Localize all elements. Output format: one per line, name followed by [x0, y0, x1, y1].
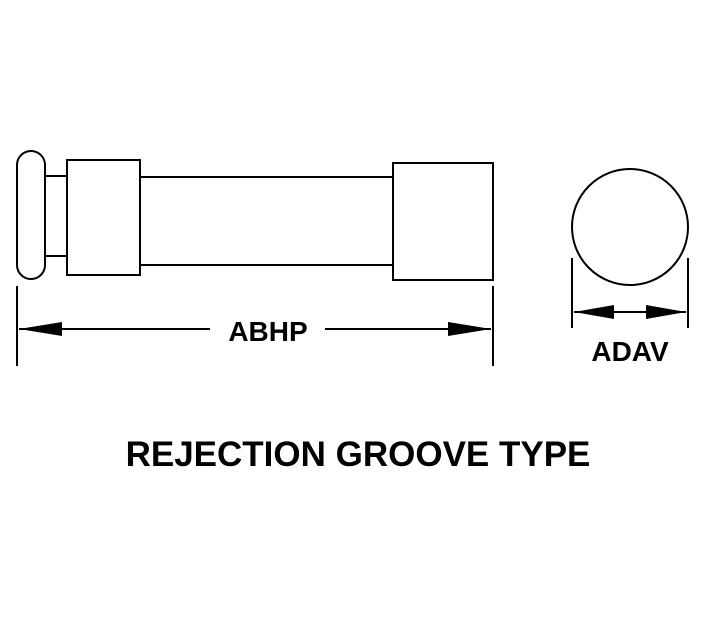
rejection-button [16, 150, 46, 280]
fuse-side-view [16, 150, 494, 281]
fuse-body-tube [139, 176, 394, 266]
rejection-groove-neck [44, 175, 68, 257]
diagram-caption: REJECTION GROOVE TYPE [126, 435, 591, 474]
diameter-dimension: ADAV [571, 258, 689, 367]
fuse-end-view [571, 168, 689, 286]
end-view-circle [571, 168, 689, 286]
diameter-arrow-right [646, 305, 686, 319]
diameter-arrow-left [574, 305, 614, 319]
right-ferrule [392, 162, 494, 281]
diameter-dimension-label: ADAV [591, 336, 669, 367]
length-arrow-right [448, 322, 491, 336]
length-dimension: ABHP [16, 286, 494, 366]
length-arrow-left [19, 322, 62, 336]
left-ferrule [66, 159, 141, 276]
length-dimension-label: ABHP [228, 316, 307, 347]
